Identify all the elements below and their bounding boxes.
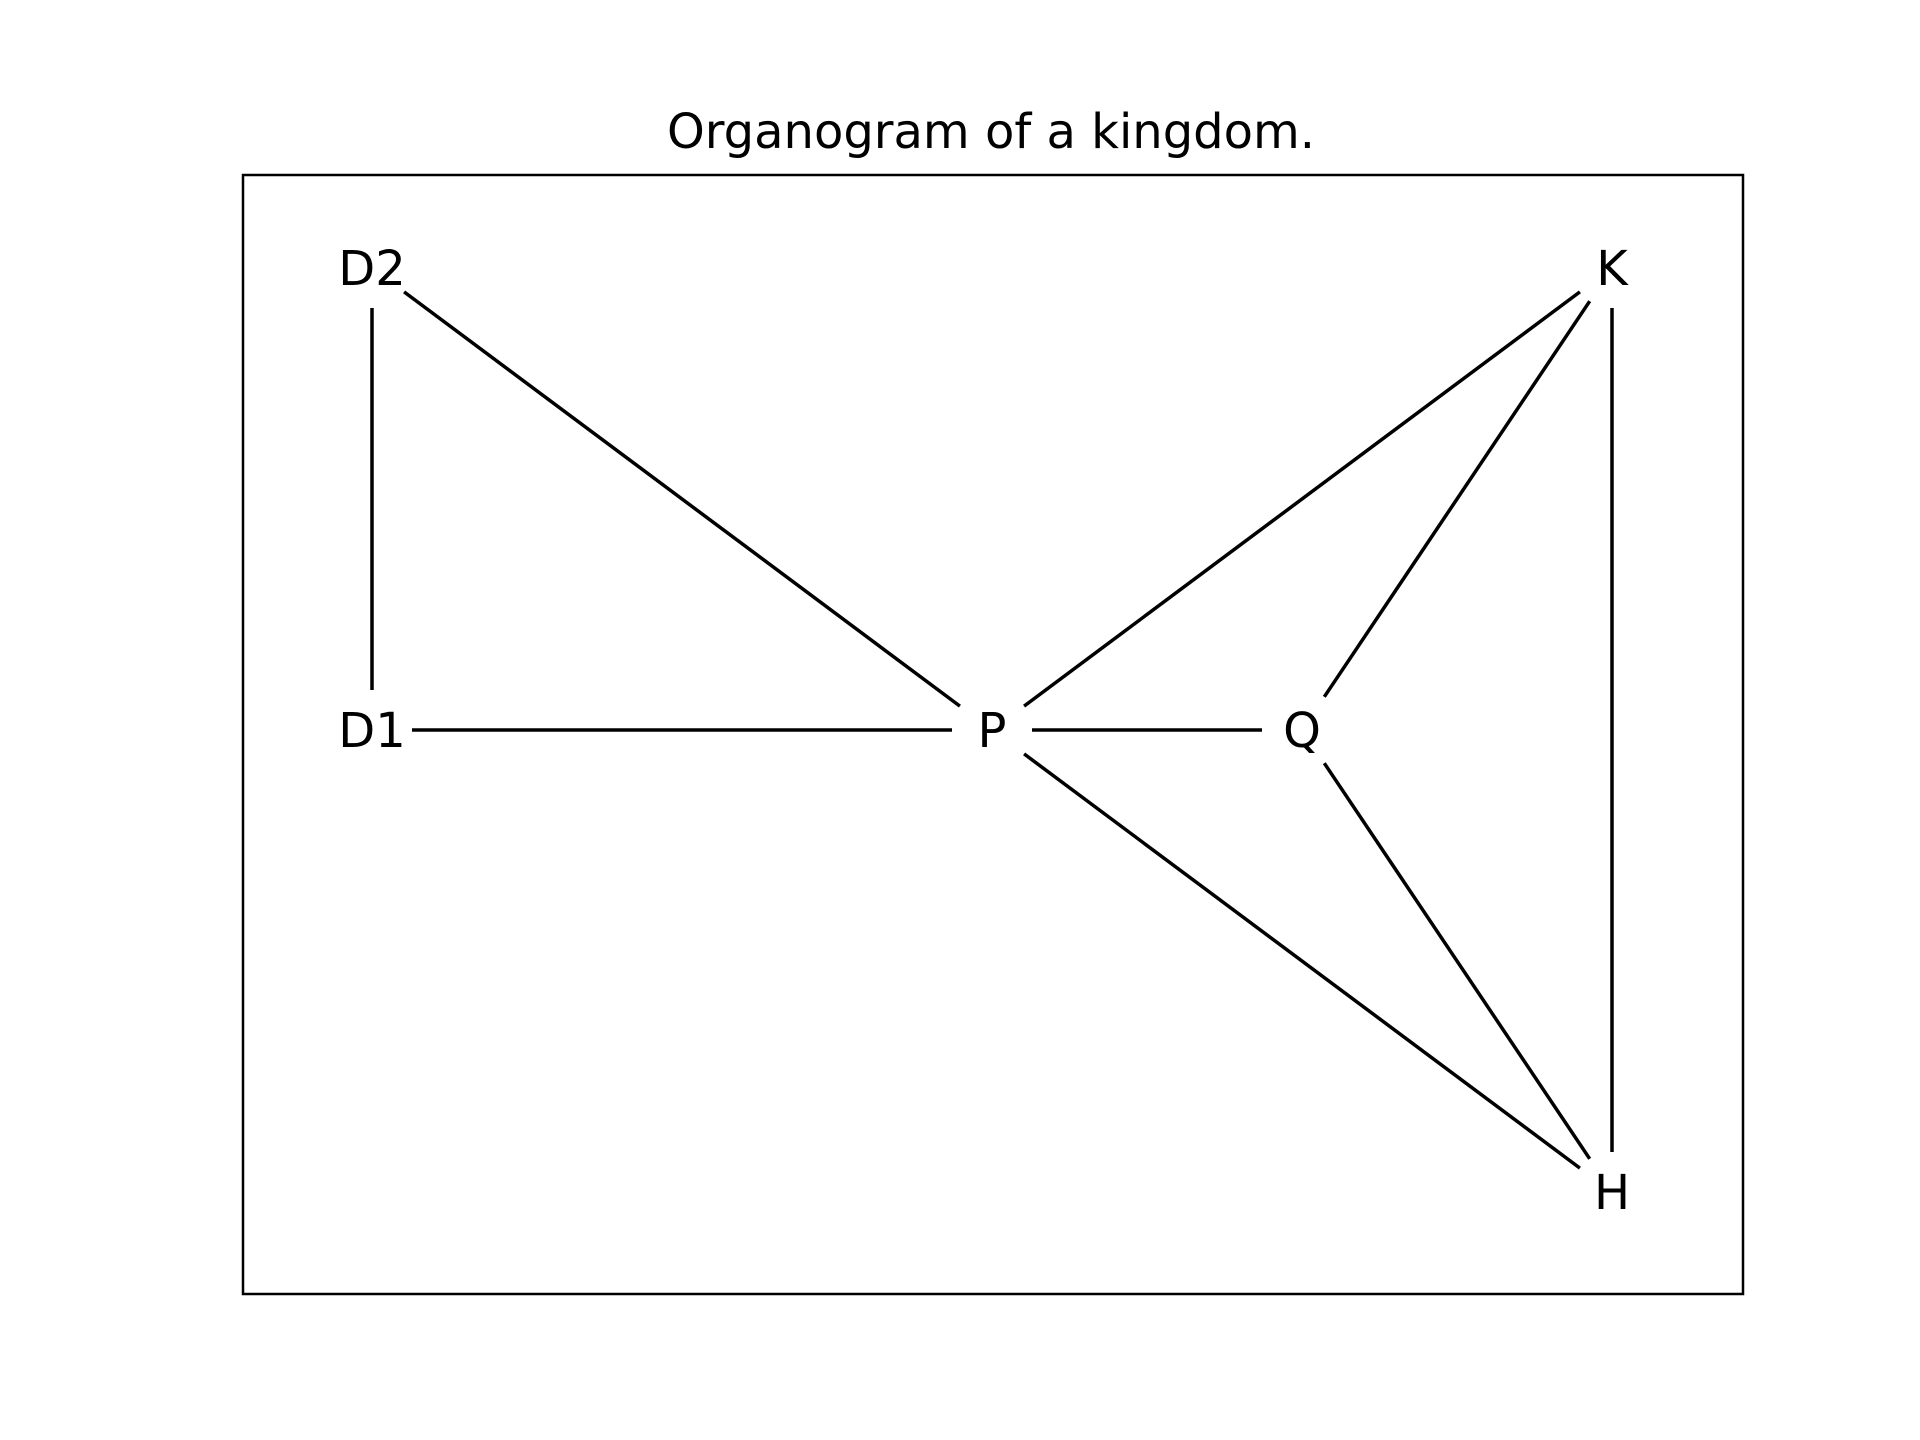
node-d2: D2	[338, 241, 406, 297]
edges-layer	[370, 290, 1614, 1170]
edge-d2-p	[403, 290, 961, 708]
node-p: P	[978, 703, 1007, 759]
diagram-frame	[241, 173, 1745, 1296]
node-k: K	[1596, 241, 1629, 297]
node-q: Q	[1283, 703, 1321, 759]
node-h: H	[1594, 1165, 1630, 1221]
edge-p-k	[1023, 290, 1581, 708]
edge-p-h	[1023, 752, 1581, 1170]
diagram-title: Organogram of a kingdom.	[667, 104, 1315, 160]
node-d1: D1	[338, 703, 406, 759]
edge-q-k	[1322, 300, 1592, 698]
edge-q-h	[1322, 762, 1592, 1160]
